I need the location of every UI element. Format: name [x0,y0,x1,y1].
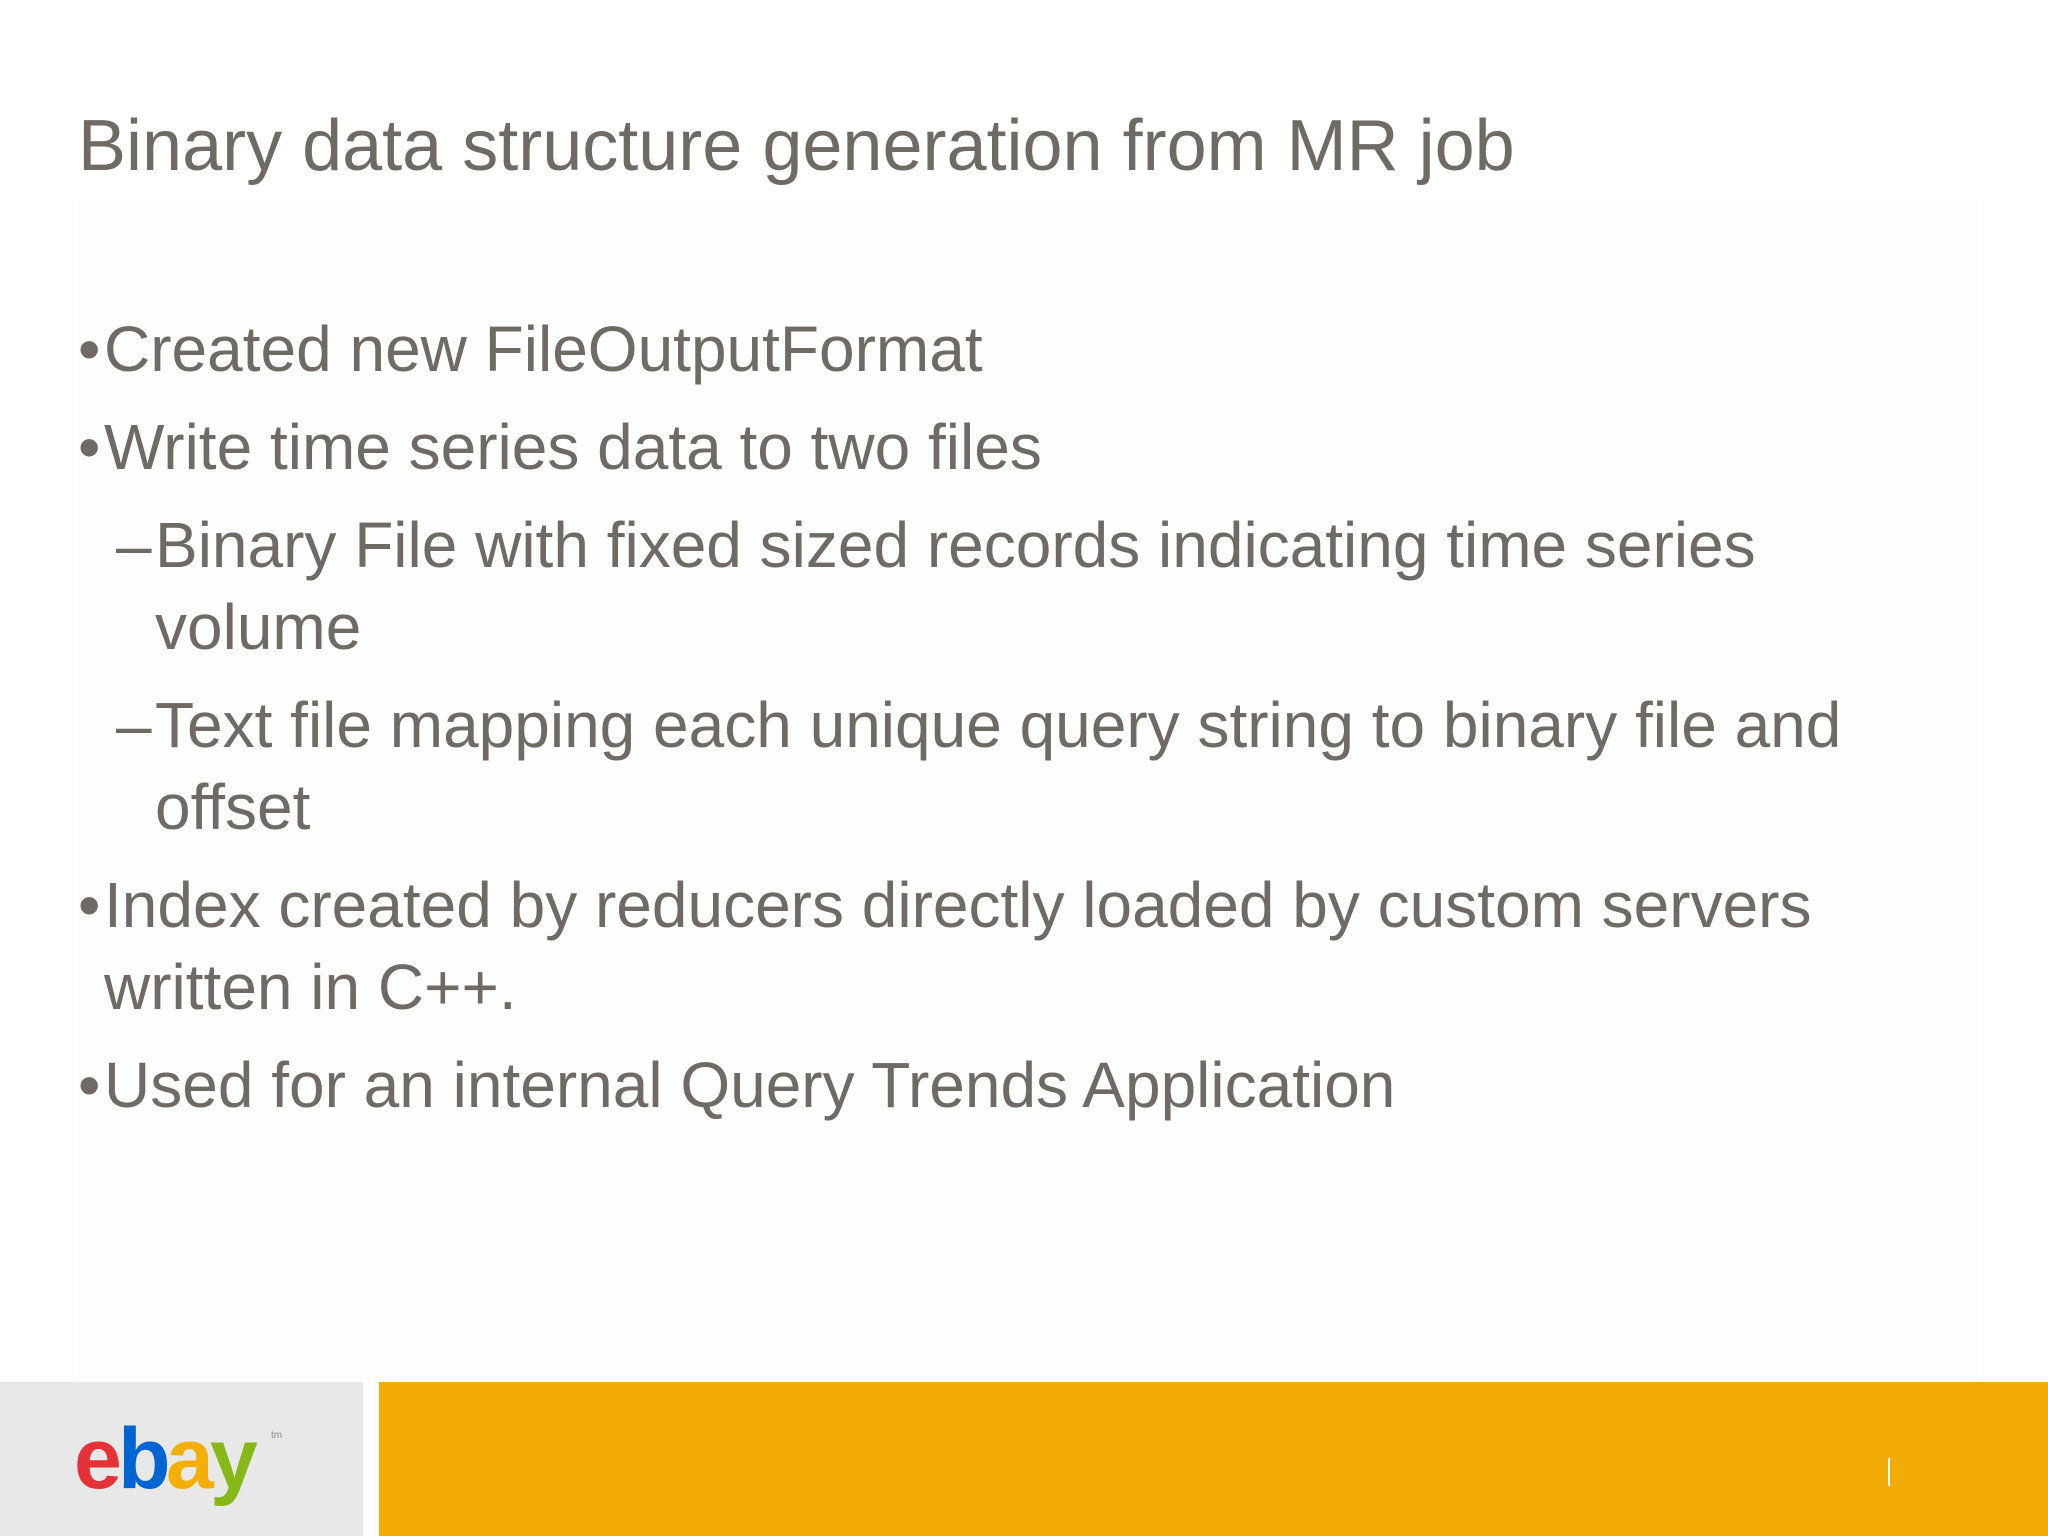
logo-letter-e: e [74,1412,119,1507]
bullet-item: • Index created by reducers directly loa… [78,864,1978,1028]
footer-accent-bar [379,1382,2048,1536]
bullet-list: • Created new FileOutputFormat • Write t… [78,308,1978,1142]
bullet-item: • Write time series data to two files [78,406,1978,488]
content-panel [78,200,1978,1380]
bullet-marker: • [78,313,101,385]
footer-gap [363,1382,379,1536]
bullet-text: Used for an internal Query Trends Applic… [104,1049,1396,1121]
bullet-item: • Used for an internal Query Trends Appl… [78,1044,1978,1126]
sub-bullet-marker: – [116,689,152,761]
bullet-marker: • [78,1049,101,1121]
logo-letter-a: a [166,1412,215,1507]
sub-bullet-item: – Text file mapping each unique query st… [78,684,1978,848]
bullet-item: • Created new FileOutputFormat [78,308,1978,390]
page-number-divider [1888,1458,1890,1486]
bullet-text: Index created by reducers directly loade… [104,869,1812,1023]
bullet-text: Created new FileOutputFormat [104,313,983,385]
logo-letter-y: y [210,1412,258,1507]
bullet-marker: • [78,869,101,941]
bullet-text: Write time series data to two files [104,411,1042,483]
logo-letter-b: b [118,1412,167,1507]
ebay-logo: e b a y tm [74,1412,282,1507]
logo-trademark: tm [271,1430,282,1441]
sub-bullet-text: Binary File with fixed sized records ind… [155,509,1756,663]
sub-bullet-text: Text file mapping each unique query stri… [155,689,1842,843]
footer-logo-area: e b a y tm [0,1382,363,1536]
slide-title: Binary data structure generation from MR… [78,106,1515,186]
footer: e b a y tm [0,1382,2048,1536]
bullet-marker: • [78,411,101,483]
sub-bullet-marker: – [116,509,152,581]
sub-bullet-item: – Binary File with fixed sized records i… [78,504,1978,668]
